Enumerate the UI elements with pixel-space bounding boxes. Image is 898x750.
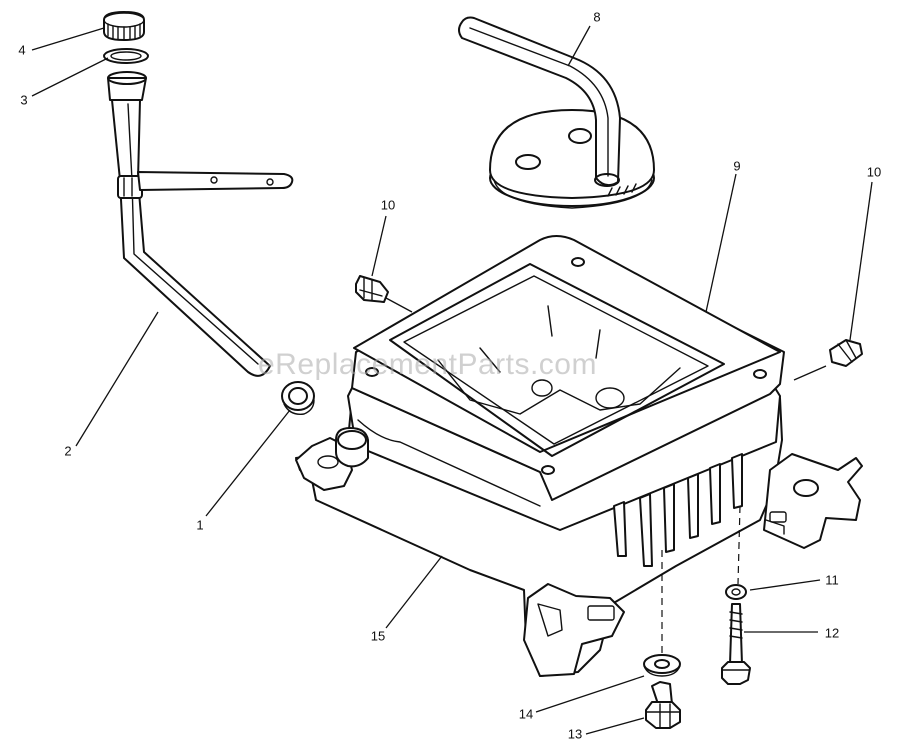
callout-10-right: 10	[866, 164, 882, 180]
callout-8: 8	[593, 9, 601, 25]
callout-15: 15	[370, 628, 386, 644]
part-10b-plug	[829, 339, 863, 367]
part-3-oring	[103, 48, 149, 64]
part-8-breather	[458, 16, 655, 209]
callout-14: 14	[518, 706, 534, 722]
part-11-washer	[725, 584, 747, 600]
callout-13: 13	[567, 726, 583, 742]
part-1-grommet	[281, 381, 315, 415]
part-4-cap	[103, 11, 145, 41]
callout-11: 11	[825, 572, 839, 588]
watermark: eReplacementParts.com	[258, 348, 597, 381]
part-10a-plug	[355, 275, 389, 303]
callout-10-left: 10	[380, 197, 396, 213]
callout-3: 3	[20, 92, 28, 108]
part-9-gasket	[351, 235, 785, 501]
sump-fins	[613, 453, 743, 567]
part-12-bolt	[721, 603, 751, 685]
part-13-nut	[645, 681, 681, 729]
callout-12: 12	[824, 625, 840, 641]
callout-1: 1	[196, 517, 204, 533]
callout-4: 4	[18, 42, 26, 58]
part-14-washer	[643, 654, 681, 677]
part-2-fill-tube	[107, 71, 294, 377]
callout-2: 2	[64, 443, 72, 459]
leader-lines	[31, 25, 873, 735]
callout-9: 9	[733, 158, 741, 174]
